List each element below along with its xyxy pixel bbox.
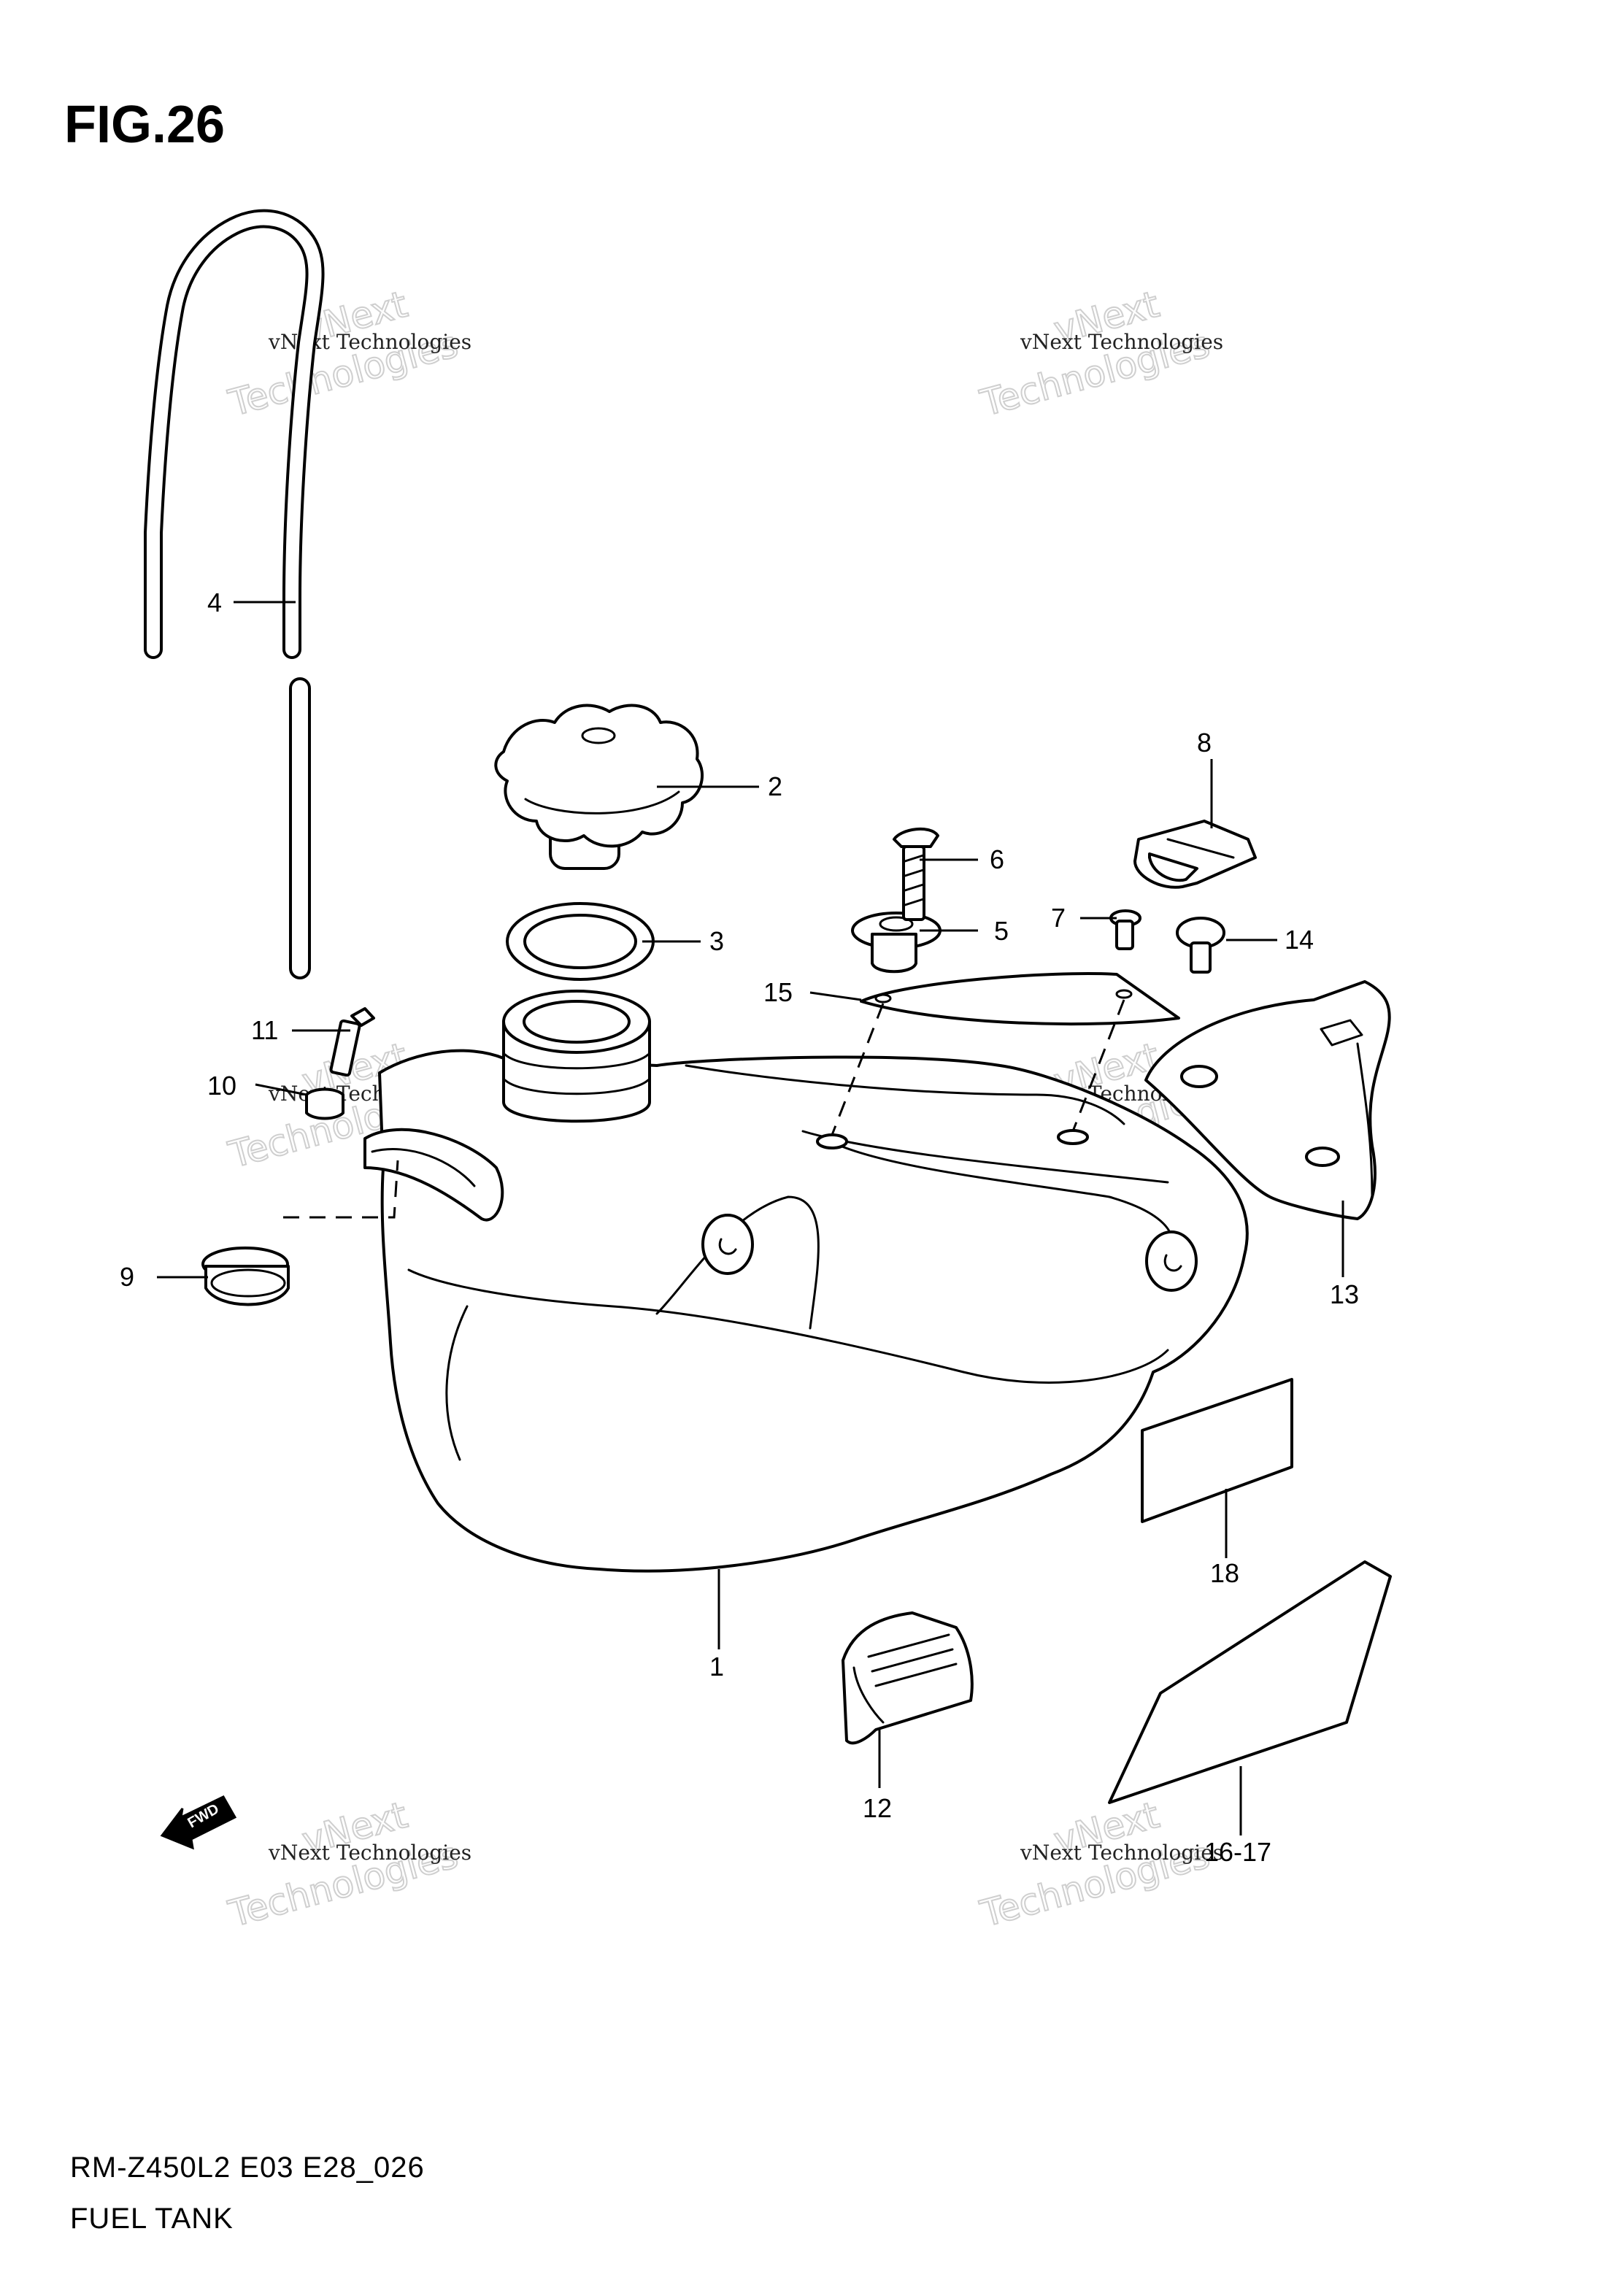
fuel-cap-drawing — [494, 704, 704, 870]
watermark-bottom-left: vNext Technologies vNext Technologies — [223, 1793, 471, 1936]
fwd-arrow-icon: FWD — [160, 1795, 237, 1850]
cushion-pad-drawing — [842, 1611, 974, 1745]
breather-hose-drawing — [144, 209, 325, 979]
watermark-bottom-right: vNext Technologies vNext Technologies — [975, 1793, 1223, 1936]
svg-text:vNext Technologies: vNext Technologies — [1020, 1841, 1223, 1865]
callouts: 4 2 3 6 5 7 8 14 15 11 10 9 13 18 1 11 1… — [120, 588, 1359, 1867]
callout-12-text: 12 — [863, 1793, 892, 1823]
leader-lines — [157, 601, 1344, 1835]
callout-18: 18 — [1210, 1558, 1239, 1588]
callout-16-17: 16-17 — [1204, 1837, 1271, 1867]
svg-text:vNext Technologies: vNext Technologies — [268, 1841, 471, 1865]
callout-8: 8 — [1197, 728, 1212, 758]
model-code: RM-Z450L2 E03 E28_026 — [70, 2151, 425, 2184]
watermark-top-left: vNext Technologies vNext Technologies — [223, 282, 471, 425]
band-drawing — [1133, 820, 1257, 889]
plate-drawing — [816, 972, 1180, 1149]
callout-14: 14 — [1285, 925, 1314, 955]
cap-gasket-drawing — [506, 902, 655, 981]
callout-7: 7 — [1051, 903, 1066, 933]
cushion-5-drawing — [851, 912, 942, 974]
svg-text:vNext Technologies: vNext Technologies — [1020, 330, 1223, 354]
screw-6-drawing — [893, 827, 939, 921]
callout-4: 4 — [207, 588, 222, 617]
collar-drawing — [305, 1087, 344, 1120]
label-16-17-drawing — [1108, 1560, 1392, 1804]
fuel-tank-drawing — [363, 990, 1249, 1573]
label-18-drawing — [1141, 1378, 1293, 1523]
bracket-drawing — [1144, 980, 1391, 1220]
callout-11: 11 — [251, 1015, 278, 1045]
callout-15: 15 — [763, 977, 793, 1007]
callout-3: 3 — [709, 926, 724, 956]
screw-7-drawing — [1109, 909, 1141, 950]
section-name: FUEL TANK — [70, 2203, 234, 2235]
bolt-14-drawing — [1176, 917, 1225, 974]
callout-5: 5 — [994, 916, 1009, 946]
callout-1: 1 — [709, 1652, 724, 1681]
bolt-11-drawing — [329, 1007, 375, 1077]
watermark-top-right: vNext Technologies vNext Technologies — [975, 282, 1223, 425]
callout-6: 6 — [990, 844, 1004, 874]
cushion-rubber-drawing — [201, 1160, 399, 1306]
callout-10: 10 — [207, 1071, 236, 1101]
callout-9: 9 — [120, 1262, 134, 1292]
figure-title: FIG.26 — [64, 96, 226, 154]
callout-2: 2 — [768, 771, 782, 801]
callout-13: 13 — [1330, 1279, 1359, 1309]
